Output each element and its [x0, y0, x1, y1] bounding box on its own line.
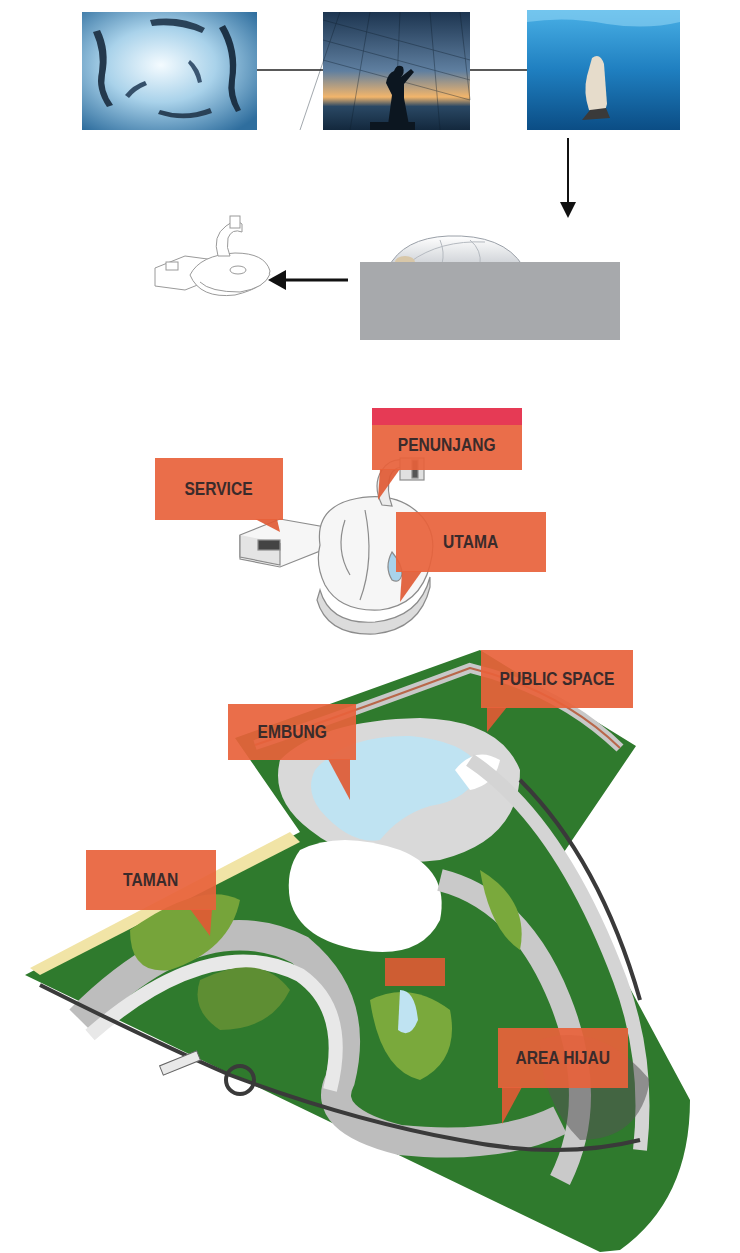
callout-box: UTAMA [396, 512, 546, 572]
massing-render [360, 236, 620, 340]
callout-label: UTAMA [443, 532, 498, 552]
callout-label: TAMAN [123, 870, 178, 890]
arrow-head [268, 270, 286, 290]
callout-box: TAMAN [86, 850, 216, 910]
link-line [257, 69, 323, 71]
callout-box: PENUNJANG [372, 408, 522, 470]
callout-label: AREA HIJAU [516, 1048, 611, 1068]
site-plan [25, 650, 690, 1252]
callout-label: EMBUNG [257, 722, 326, 742]
arrow-line [567, 138, 569, 206]
shark-photo [82, 12, 257, 130]
underwater-photo [527, 10, 680, 130]
small-callout [385, 958, 445, 986]
callout-box: SERVICE [155, 458, 283, 520]
building-sketch [155, 216, 270, 296]
callout-label: PUBLIC SPACE [500, 669, 615, 689]
link-line [470, 69, 527, 71]
arrow-line [282, 279, 348, 282]
callout-box: EMBUNG [228, 704, 356, 760]
callout-box: AREA HIJAU [498, 1028, 628, 1088]
callout-box: PUBLIC SPACE [481, 650, 633, 708]
fisherman-photo [300, 12, 470, 130]
callout-label: PENUNJANG [398, 435, 496, 455]
arrow-head [560, 202, 576, 218]
callout-label: SERVICE [185, 479, 253, 499]
